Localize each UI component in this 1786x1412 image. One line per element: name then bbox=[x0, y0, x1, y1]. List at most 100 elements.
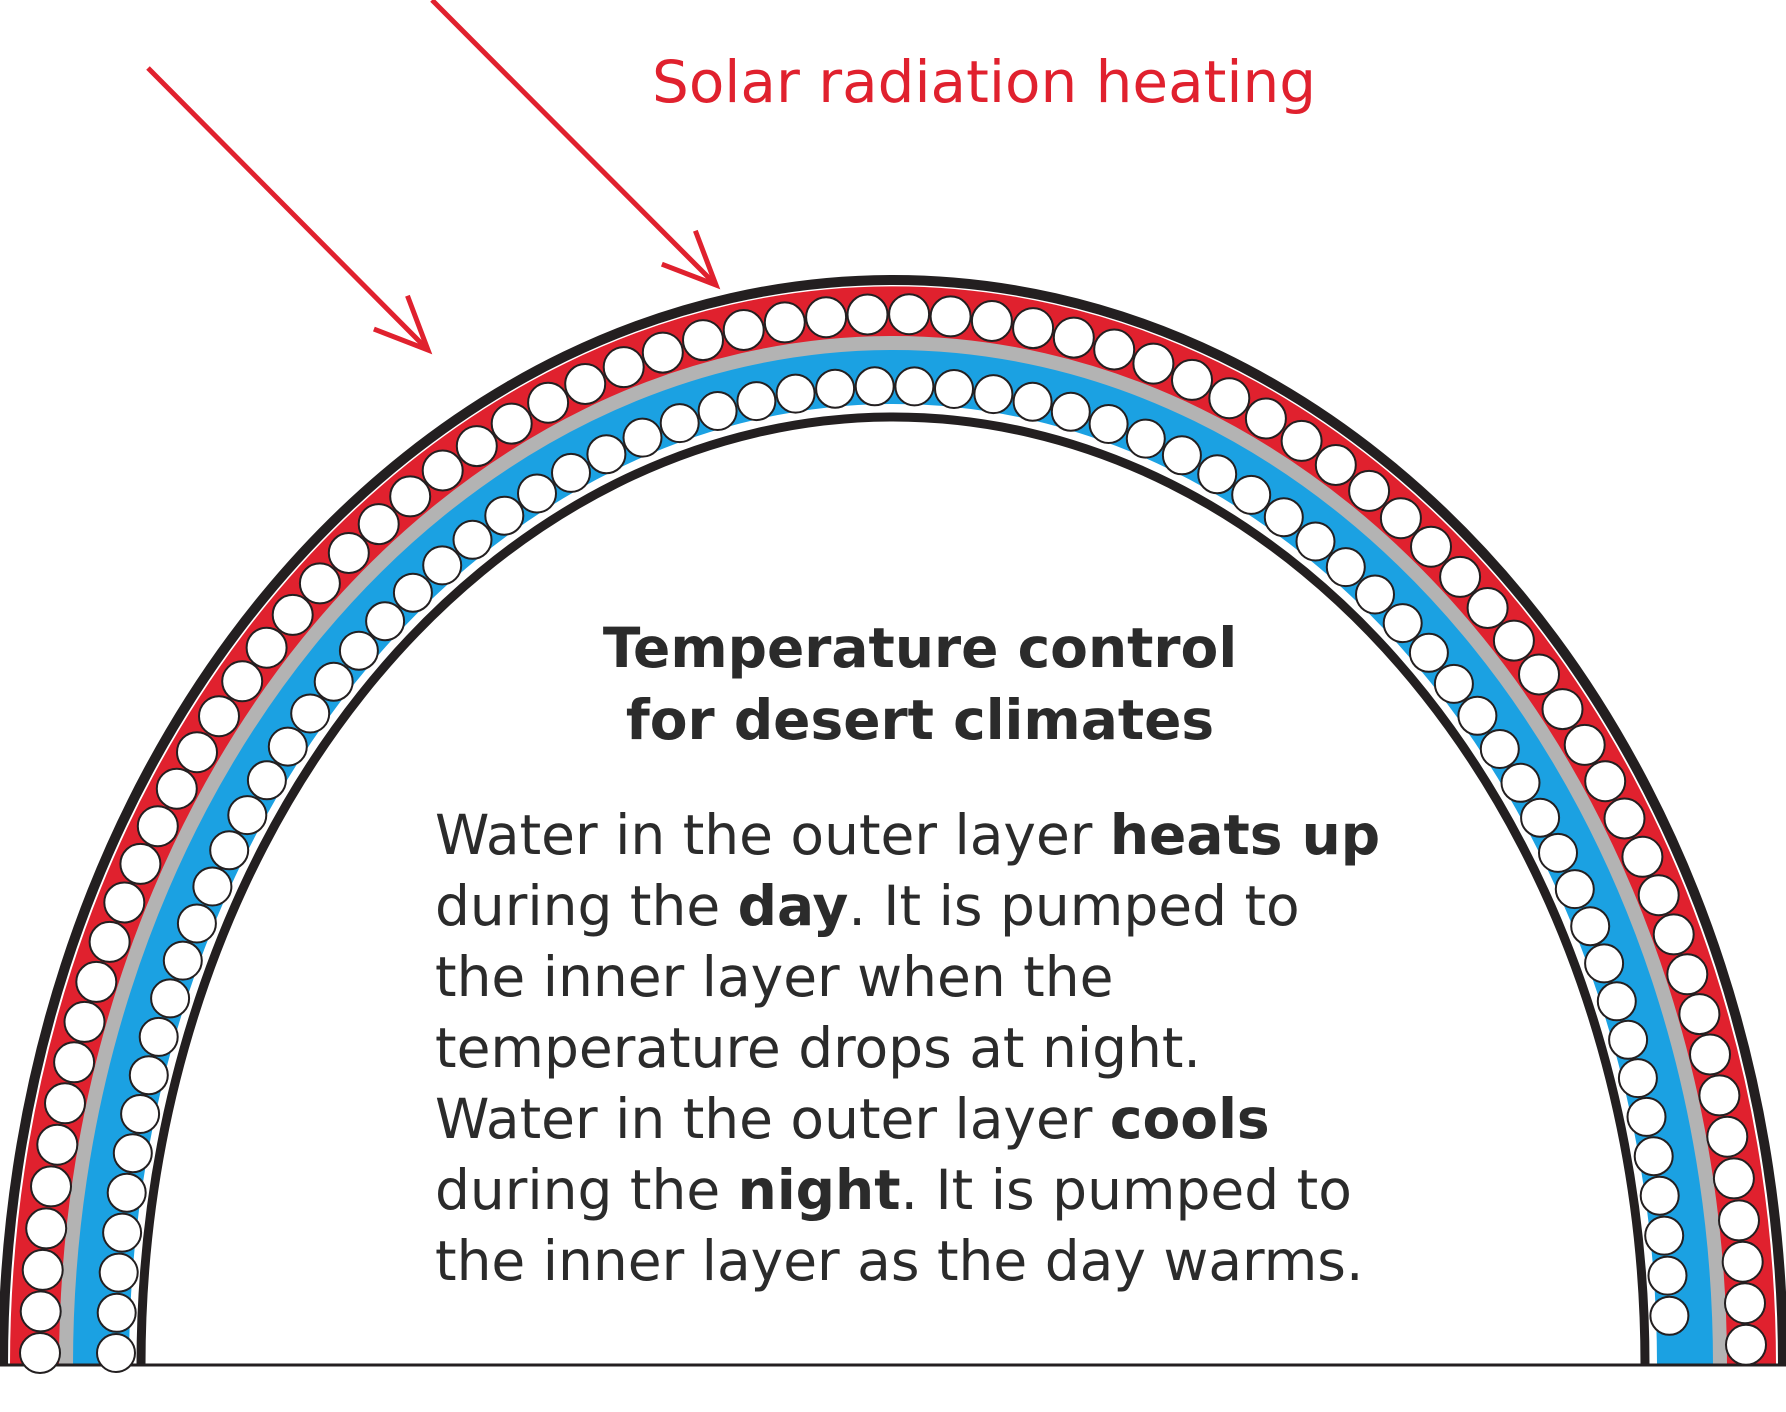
inner-water-bubble bbox=[1617, 1058, 1658, 1099]
inner-water-bubble bbox=[973, 374, 1014, 415]
inner-water-bubble bbox=[1633, 1136, 1674, 1177]
inner-water-bubble bbox=[192, 866, 233, 907]
inner-water-bubble bbox=[96, 1292, 137, 1333]
outer-water-bubble bbox=[1171, 358, 1213, 401]
outer-water-bubble bbox=[389, 475, 432, 518]
outer-water-bubble bbox=[1706, 1115, 1749, 1158]
outer-water-bubble bbox=[1584, 760, 1627, 803]
outer-water-bubble bbox=[176, 731, 218, 774]
outer-water-bubble bbox=[119, 842, 162, 885]
outer-water-bubble bbox=[103, 881, 146, 924]
inner-water-bubble bbox=[1263, 497, 1304, 538]
outer-water-bubble bbox=[1052, 316, 1095, 359]
outer-water-bubble bbox=[1518, 653, 1560, 696]
inner-water-bubble bbox=[227, 795, 268, 836]
arrow-shaft bbox=[430, 0, 718, 287]
emphasis-text: day bbox=[737, 874, 849, 938]
inner-water-bubble bbox=[106, 1172, 147, 1213]
outer-water-bubble bbox=[1725, 1323, 1767, 1366]
inner-water-bubble bbox=[246, 760, 287, 801]
emphasis-text: heats up bbox=[1109, 803, 1381, 867]
body-text: temperature drops at night. bbox=[435, 1016, 1201, 1080]
arrow-head bbox=[660, 229, 721, 290]
inner-water-bubble bbox=[162, 940, 203, 981]
inner-water-bubble bbox=[1647, 1255, 1688, 1296]
outer-water-bubble bbox=[1348, 469, 1391, 512]
outer-water-bubble bbox=[19, 1290, 62, 1333]
inner-water-bubble bbox=[1500, 762, 1541, 803]
inner-water-bubble bbox=[934, 369, 974, 409]
outer-water-bubble bbox=[136, 805, 179, 848]
outer-water-bubble bbox=[455, 425, 498, 468]
outer-water-bubble bbox=[44, 1082, 86, 1125]
description-line: Water in the outer layer cools bbox=[435, 1084, 1380, 1155]
outer-water-bubble bbox=[527, 381, 570, 424]
inner-water-bubble bbox=[1649, 1295, 1690, 1336]
description-line: the inner layer when the bbox=[435, 942, 1380, 1013]
arrow-head bbox=[373, 294, 433, 355]
diagram-title: Temperature control for desert climates bbox=[420, 612, 1420, 756]
outer-water-bubble bbox=[1698, 1074, 1741, 1117]
solar-radiation-label: Solar radiation heating bbox=[652, 48, 1317, 116]
inner-water-bubble bbox=[1608, 1019, 1649, 1060]
title-line-2: for desert climates bbox=[625, 688, 1215, 752]
body-text: . It is pumped to bbox=[900, 1158, 1352, 1222]
inner-water-bubble bbox=[338, 630, 379, 671]
outer-water-bubble bbox=[1132, 342, 1175, 385]
outer-water-bubble bbox=[1689, 1033, 1731, 1076]
description-line: during the day. It is pumped to bbox=[435, 871, 1380, 942]
inner-water-bubble bbox=[1197, 454, 1238, 495]
inner-water-bubble bbox=[138, 1016, 179, 1057]
outer-water-bubble bbox=[1280, 419, 1323, 462]
solar-arrow bbox=[146, 66, 433, 355]
arrow-shaft bbox=[146, 66, 430, 352]
inner-water-bubble bbox=[365, 601, 406, 642]
outer-water-bubble bbox=[1637, 874, 1680, 917]
outer-water-bubble bbox=[763, 301, 806, 344]
inner-water-bubble bbox=[775, 373, 816, 414]
body-text: Water in the outer layer bbox=[435, 803, 1110, 867]
outer-water-bubble bbox=[21, 1248, 64, 1291]
inner-water-bubble bbox=[290, 693, 331, 734]
inner-water-bubble bbox=[1596, 981, 1637, 1022]
inner-water-bubble bbox=[622, 417, 663, 458]
description-line: temperature drops at night. bbox=[435, 1013, 1380, 1084]
outer-water-bubble bbox=[1603, 797, 1646, 840]
inner-water-bubble bbox=[1231, 474, 1272, 515]
body-text: the inner layer when the bbox=[435, 945, 1114, 1009]
outer-water-bubble bbox=[1718, 1199, 1760, 1242]
outer-water-bubble bbox=[1093, 328, 1136, 371]
inner-water-bubble bbox=[815, 368, 856, 409]
body-text: during the bbox=[435, 874, 738, 938]
outer-water-bubble bbox=[722, 309, 765, 351]
outer-water-bubble bbox=[1244, 397, 1287, 440]
description-line: Water in the outer layer heats up bbox=[435, 800, 1380, 871]
inner-water-bubble bbox=[1408, 632, 1449, 673]
outer-water-bubble bbox=[36, 1123, 79, 1166]
dome-structure bbox=[0, 275, 1786, 1374]
inner-water-bubble bbox=[98, 1252, 139, 1293]
outer-water-bubble bbox=[271, 593, 314, 636]
title-line-1: Temperature control bbox=[602, 616, 1238, 680]
outer-water-bubble bbox=[564, 363, 607, 405]
outer-water-bubble bbox=[421, 449, 464, 492]
outer-water-bubble bbox=[888, 293, 931, 336]
inner-water-bubble bbox=[1457, 695, 1498, 736]
inner-water-bubble bbox=[267, 726, 308, 767]
body-text: Water in the outer layer bbox=[435, 1087, 1110, 1151]
inner-water-bubble bbox=[1433, 663, 1474, 704]
inner-water-bubble bbox=[1554, 869, 1595, 910]
outer-water-bubble bbox=[1439, 555, 1482, 598]
outer-water-bubble bbox=[221, 660, 264, 703]
outer-water-bubble bbox=[1012, 307, 1055, 350]
inner-water-bubble bbox=[120, 1094, 161, 1134]
outer-water-bubble bbox=[63, 1000, 106, 1043]
emphasis-text: cools bbox=[1109, 1087, 1270, 1151]
inner-water-bubble bbox=[1012, 381, 1053, 422]
inner-water-bubble bbox=[484, 495, 525, 536]
inner-water-bubble bbox=[517, 473, 557, 514]
description-line: the inner layer as the day warms. bbox=[435, 1226, 1380, 1297]
body-text: . It is pumped to bbox=[848, 874, 1300, 938]
